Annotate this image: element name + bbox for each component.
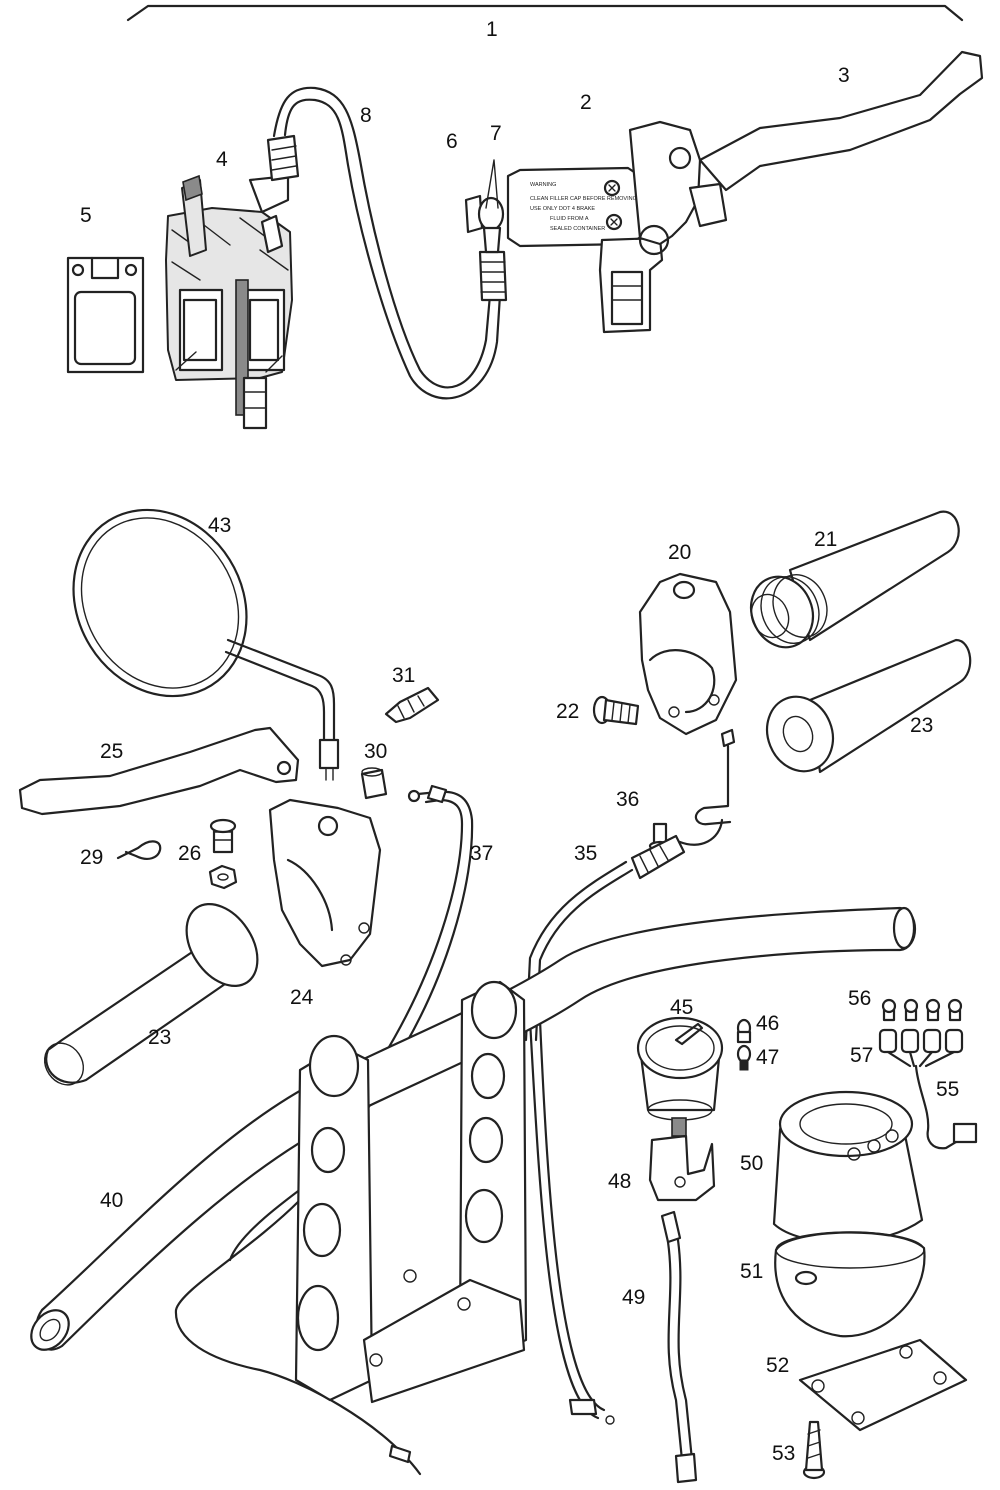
part-label-37: 37 [470, 842, 493, 865]
part-label-26: 26 [178, 842, 201, 865]
clutch-bracket-part [268, 798, 382, 968]
wiring-harness-part [878, 998, 978, 1150]
mirror-part [72, 508, 340, 781]
brake-pad-part [66, 256, 145, 374]
part-label-30: 30 [364, 740, 387, 763]
reservoir-warning-line1: CLEAN FILLER CAP BEFORE REMOVING [530, 196, 637, 202]
bulb-part [736, 1018, 752, 1071]
housing-screw-part [592, 695, 640, 726]
reservoir-warning-line3: FLUID FROM A [550, 216, 589, 222]
part-label-6: 6 [446, 130, 458, 153]
part-label-56: 56 [848, 987, 871, 1010]
part-label-55: 55 [936, 1078, 959, 1101]
reservoir-warning-line2: USE ONLY DOT 4 BRAKE [530, 206, 595, 212]
right-grip-part [765, 638, 972, 774]
brake-caliper-part [165, 134, 300, 430]
part-label-50: 50 [740, 1152, 763, 1175]
part-label-21: 21 [814, 528, 837, 551]
part-label-57: 57 [850, 1044, 873, 1067]
part-label-23-right: 23 [910, 714, 933, 737]
throttle-cable-part [524, 728, 736, 1425]
brake-hose-part [272, 86, 508, 400]
cable-adjuster-part [384, 686, 440, 724]
part-label-52: 52 [766, 1354, 789, 1377]
throttle-housing-part [638, 572, 738, 736]
part-label-20: 20 [668, 541, 691, 564]
left-grip-part [43, 902, 259, 1086]
part-label-7: 7 [490, 122, 502, 145]
reservoir-warning-heading: WARNING [530, 182, 556, 188]
part-label-4: 4 [216, 148, 228, 171]
throttle-grip-part [749, 510, 960, 649]
part-label-1: 1 [486, 18, 498, 41]
part-label-46: 46 [756, 1012, 779, 1035]
headlight-shell-part [772, 1090, 924, 1244]
banjo-bolt-part [464, 159, 505, 254]
reservoir-warning-line4: SEALED CONTAINER [550, 226, 605, 232]
mount-plate-part [798, 1338, 968, 1432]
gauge-bracket-part [648, 1134, 716, 1202]
master-cylinder-part: WARNING CLEAN FILLER CAP BEFORE REMOVING… [506, 120, 728, 334]
part-label-23-left: 23 [148, 1026, 171, 1049]
cable-nipple-part [360, 767, 388, 800]
part-label-36: 36 [616, 788, 639, 811]
pivot-screw-part [208, 818, 238, 890]
part-number-labels: 1 2 3 4 5 6 7 8 20 21 22 23 23 24 25 26 … [80, 18, 959, 1465]
part-label-25: 25 [100, 740, 123, 763]
part-label-53: 53 [772, 1442, 795, 1465]
part-label-47: 47 [756, 1046, 779, 1069]
part-label-24: 24 [290, 986, 314, 1009]
part-label-31: 31 [392, 664, 415, 687]
headlight-mount-part [774, 1231, 926, 1338]
clip-part [116, 840, 162, 860]
gauge-part [636, 1016, 724, 1137]
part-label-3: 3 [838, 64, 850, 87]
wood-screw-part [802, 1420, 826, 1480]
part-label-40: 40 [100, 1189, 123, 1212]
part-label-8: 8 [360, 104, 372, 127]
part-label-43: 43 [208, 514, 231, 537]
part-label-5: 5 [80, 204, 92, 227]
part-label-2: 2 [580, 91, 592, 114]
brake-lever-part [698, 50, 984, 192]
part-label-29: 29 [80, 846, 103, 869]
part-label-22: 22 [556, 700, 579, 723]
handlebar-clamp-part [294, 980, 528, 1404]
part-label-49: 49 [622, 1286, 645, 1309]
part-label-35: 35 [574, 842, 597, 865]
part-label-51: 51 [740, 1260, 763, 1283]
clutch-lever-part [18, 726, 300, 816]
assembly-bracket [126, 4, 964, 22]
speedometer-cable-part [660, 1210, 698, 1484]
part-label-48: 48 [608, 1170, 631, 1193]
part-label-45: 45 [670, 996, 693, 1019]
